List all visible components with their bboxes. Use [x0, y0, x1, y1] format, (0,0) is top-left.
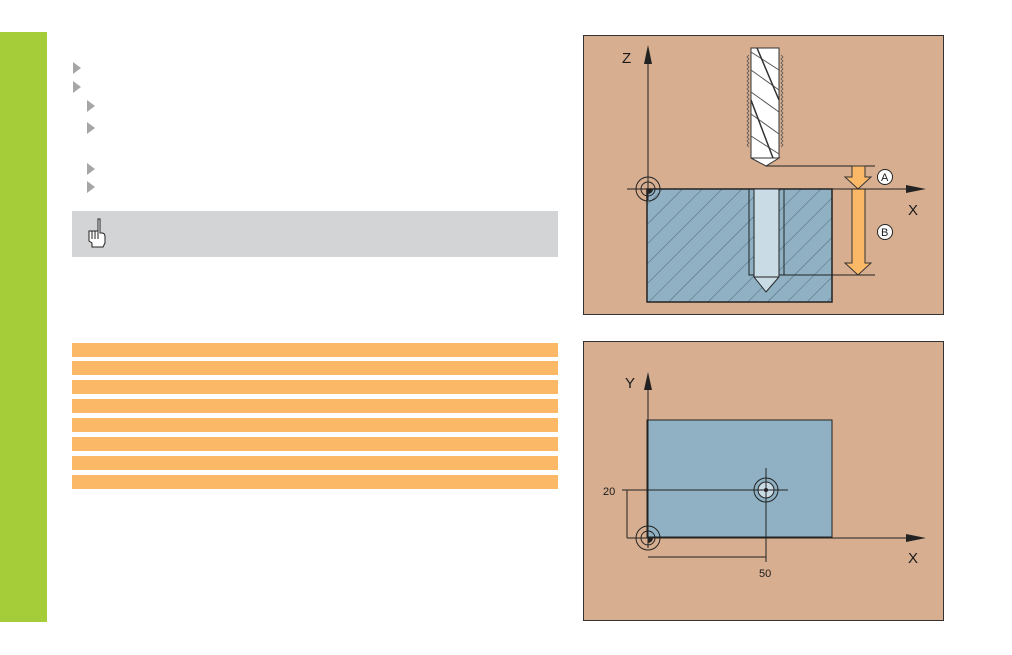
table-row — [72, 399, 558, 413]
table-row — [72, 418, 558, 432]
bullet-arrow-icon — [73, 62, 81, 74]
bullet-arrow-icon — [87, 163, 95, 175]
dimension-y: 20 — [603, 486, 615, 498]
datum-origin-icon — [635, 176, 661, 202]
z-axis-label: Z — [622, 50, 631, 67]
workpiece — [646, 188, 833, 303]
safety-clearance-arrow — [843, 165, 873, 190]
bullet-arrow-icon — [87, 100, 95, 112]
tapping-top-view-figure: Y X 20 50 — [583, 341, 944, 621]
tapping-side-view-figure: Z X A B — [583, 35, 944, 315]
callout-b: B — [881, 227, 888, 239]
table-row — [72, 361, 558, 375]
note-box — [72, 211, 558, 257]
callout-a: A — [881, 172, 889, 184]
x-axis-label: X — [908, 202, 918, 219]
table-row — [72, 456, 558, 470]
table-row — [72, 475, 558, 489]
dimension-x: 50 — [759, 568, 771, 580]
pointing-hand-icon — [88, 218, 106, 248]
x-axis-label: X — [908, 550, 918, 567]
table-row — [72, 343, 558, 357]
datum-origin-icon — [635, 525, 661, 551]
bullet-arrow-icon — [87, 181, 95, 193]
table-row — [72, 437, 558, 451]
chapter-sidebar — [0, 32, 47, 622]
table-row — [72, 380, 558, 394]
y-axis-label: Y — [625, 375, 635, 392]
workpiece — [646, 419, 833, 538]
tap-tool-icon — [746, 47, 784, 167]
hole-position-icon — [746, 468, 788, 562]
bullet-arrow-icon — [87, 122, 95, 134]
thread-depth-arrow — [843, 188, 873, 276]
bullet-arrow-icon — [73, 81, 81, 93]
